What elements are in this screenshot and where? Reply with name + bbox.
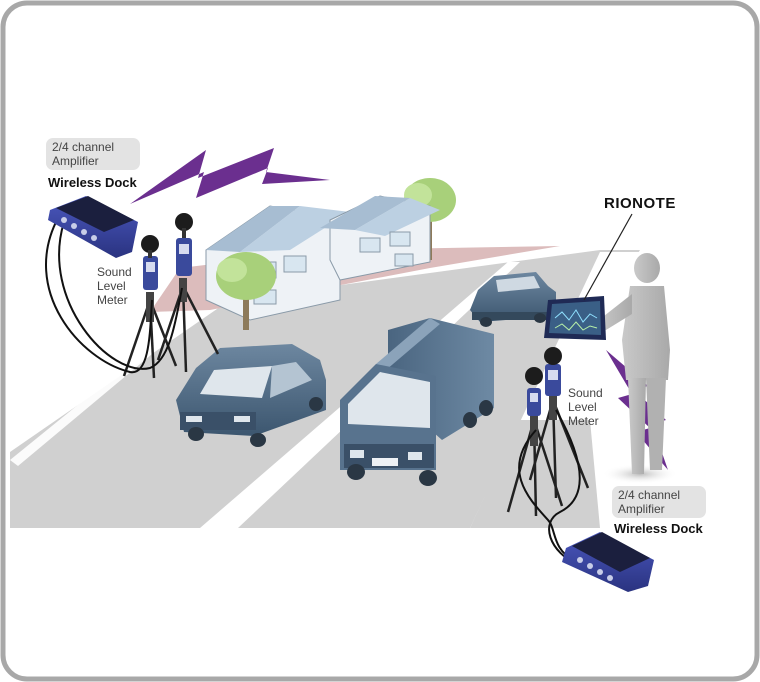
amplifier-label-line2: Amplifier <box>618 502 665 516</box>
cable <box>548 409 581 567</box>
cable <box>58 221 183 370</box>
amplifier-label-line2: Amplifier <box>52 154 99 168</box>
amplifier-label-box <box>612 486 706 518</box>
sound-level-meter-label-line3: Meter <box>568 414 599 428</box>
amplifier-label-box <box>46 138 140 170</box>
car-icon <box>470 272 556 327</box>
rionote-pointer <box>583 213 633 301</box>
wireless-dock-label: Wireless Dock <box>48 175 137 190</box>
wireless-dock-label: Wireless Dock <box>614 521 703 536</box>
sound-level-meter-icon <box>122 213 220 379</box>
sound-level-meter-label-line3: Meter <box>97 293 128 307</box>
tablet-icon <box>544 296 606 340</box>
sound-level-meter-label-line2: Level <box>568 400 597 414</box>
amplifier-label-line1: 2/4 channel <box>52 140 115 154</box>
car-icon <box>176 344 326 447</box>
tree-icon <box>216 252 276 330</box>
cable <box>518 429 575 561</box>
sound-level-meter-label-line1: Sound <box>97 265 132 279</box>
sound-level-meter-icon <box>506 347 590 517</box>
lightning-icon <box>130 148 330 204</box>
person-icon <box>598 253 678 484</box>
wireless-dock-icon <box>562 532 654 592</box>
road-edge-line <box>10 322 188 466</box>
wireless-dock-icon <box>48 196 138 258</box>
amplifier-label-line1: 2/4 channel <box>618 488 681 502</box>
sound-level-meter-label-line2: Level <box>97 279 126 293</box>
cable <box>45 217 153 374</box>
rionote-label: RIONOTE <box>604 195 676 212</box>
truck-icon <box>340 318 494 486</box>
sound-level-meter-label-line1: Sound <box>568 386 603 400</box>
